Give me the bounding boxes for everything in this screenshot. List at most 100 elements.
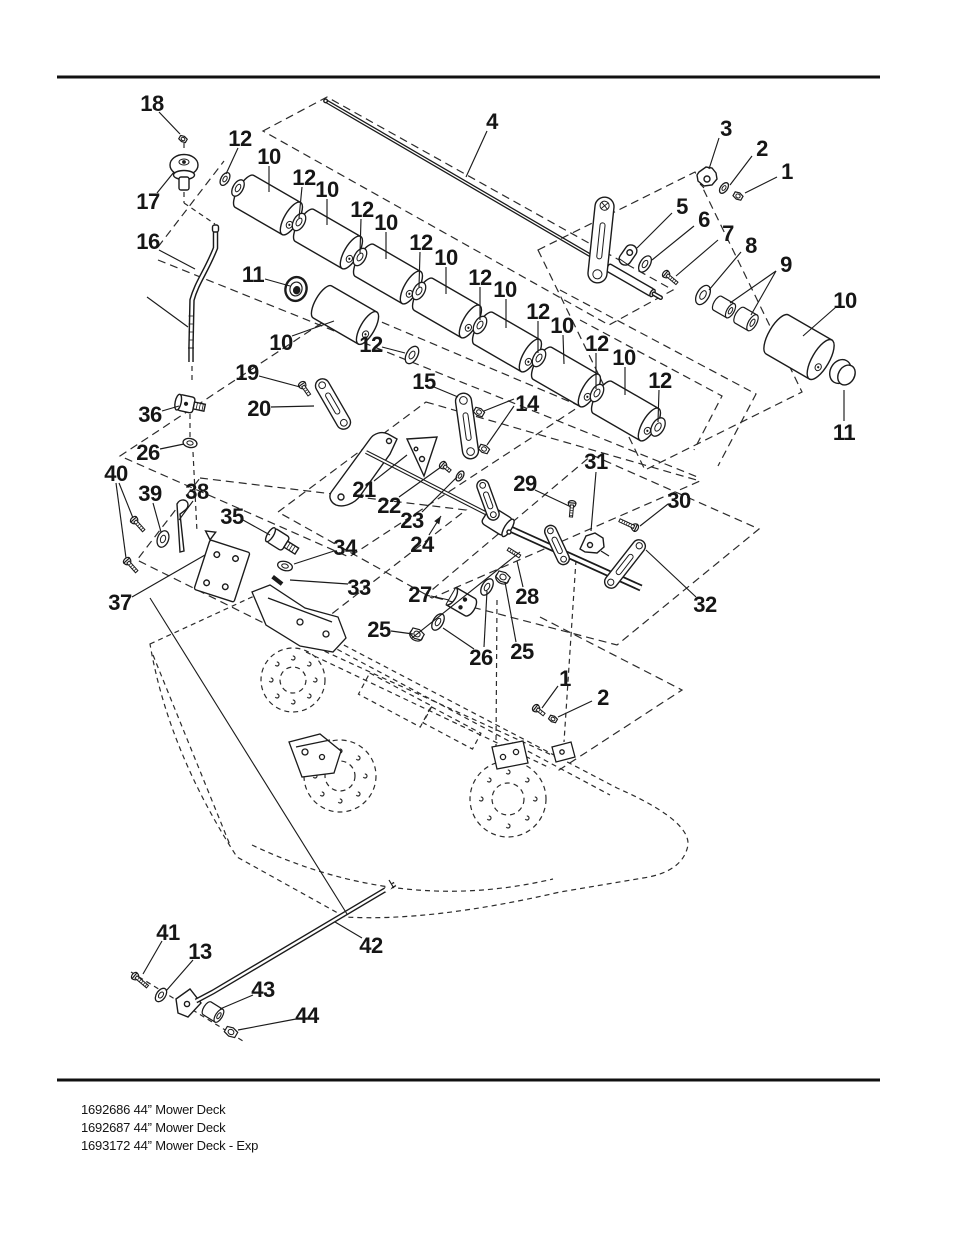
construction-line <box>157 259 701 479</box>
construction-line <box>276 401 702 599</box>
projection-line <box>192 451 198 533</box>
washer <box>182 437 198 449</box>
callout-label: 8 <box>745 233 757 258</box>
leader-line <box>334 921 363 939</box>
spindle-left <box>260 647 326 713</box>
leader-line <box>298 186 303 219</box>
deck-roller <box>530 346 602 408</box>
leader-line <box>430 595 450 601</box>
reference-line <box>149 597 348 915</box>
callout-label: 24 <box>410 532 435 557</box>
leader-line <box>541 685 559 709</box>
callout-label: 22 <box>377 493 401 518</box>
leader-line <box>264 278 291 287</box>
height-clamp <box>579 532 610 557</box>
leader-line <box>225 147 239 175</box>
leader-line <box>534 489 570 507</box>
stabilizer-link <box>365 450 506 525</box>
callout-label: 10 <box>269 330 293 355</box>
construction-line <box>261 96 675 326</box>
callout-label: 21 <box>352 477 376 502</box>
leader-line <box>381 346 406 354</box>
washer <box>480 578 494 596</box>
leader-line <box>708 251 742 291</box>
leader-line <box>645 549 697 598</box>
construction-line <box>579 319 723 451</box>
deck-mount-plate <box>491 740 529 770</box>
hex-nut <box>477 443 491 455</box>
leader-line <box>142 940 163 975</box>
strap-bracket <box>603 539 647 589</box>
leader-line <box>750 270 777 316</box>
leader-line <box>158 111 181 135</box>
construction-line <box>559 289 757 467</box>
callout-label: 23 <box>400 508 424 533</box>
strap-bracket <box>476 479 500 521</box>
washer <box>637 255 653 273</box>
projection-line <box>563 559 577 743</box>
callout-label: 25 <box>367 617 391 642</box>
callout-label: 10 <box>833 288 857 313</box>
leader-line <box>165 959 194 992</box>
footer-model-line: 1692687 44” Mower Deck <box>81 1120 226 1135</box>
leader-line <box>729 155 753 186</box>
leader-arrowhead <box>434 516 441 525</box>
leader-line <box>373 454 408 482</box>
trunnion-housing <box>445 586 478 617</box>
callout-label: 11 <box>242 262 265 287</box>
callout-label: 3 <box>720 116 732 141</box>
deck-roller <box>232 174 304 236</box>
handle-knob <box>169 153 199 191</box>
washer <box>472 315 488 335</box>
leader-line <box>178 500 194 521</box>
stud <box>271 575 284 586</box>
callout-label: 10 <box>434 245 458 270</box>
callout-label: 16 <box>136 229 160 254</box>
leader-line <box>421 476 458 513</box>
callout-label: 9 <box>780 252 792 277</box>
callout-label: 25 <box>510 639 534 664</box>
deck-roller <box>310 284 380 346</box>
leader-line <box>651 225 695 261</box>
projection-line <box>495 599 498 747</box>
callout-label: 2 <box>756 136 768 161</box>
clevis-tab <box>618 244 638 266</box>
callout-label: 43 <box>251 977 275 1002</box>
washer <box>291 212 307 232</box>
leader-line <box>159 443 185 450</box>
washer <box>277 560 293 572</box>
callout-label: 14 <box>515 391 540 416</box>
bolt <box>297 380 312 397</box>
reference-line <box>411 551 521 639</box>
callout-label: 12 <box>228 126 252 151</box>
leader-line <box>398 466 442 498</box>
callout-label: 39 <box>138 481 162 506</box>
bearing-left <box>284 275 308 303</box>
spindle-right <box>469 760 547 838</box>
leader-line <box>636 212 673 249</box>
hex-nut <box>547 714 559 724</box>
deck-roller <box>763 313 835 381</box>
washer <box>694 284 712 306</box>
washer <box>718 182 730 194</box>
callout-label: 15 <box>412 369 436 394</box>
callout-label: 10 <box>493 277 517 302</box>
leader-line <box>433 386 459 398</box>
leader-line <box>118 482 134 519</box>
leader-line <box>258 375 301 388</box>
leader-line <box>131 554 206 598</box>
strap-bracket <box>543 524 571 566</box>
bolt <box>618 518 640 533</box>
anchor-plate <box>193 530 251 603</box>
construction-line <box>136 477 468 641</box>
leader-line <box>562 334 565 365</box>
leader-line <box>418 251 421 288</box>
callout-label: 10 <box>374 210 398 235</box>
bolt <box>438 460 452 474</box>
leader-line <box>359 218 362 254</box>
leader-line <box>291 320 335 337</box>
washer <box>650 417 666 437</box>
generated-parts-layer <box>122 134 835 1039</box>
